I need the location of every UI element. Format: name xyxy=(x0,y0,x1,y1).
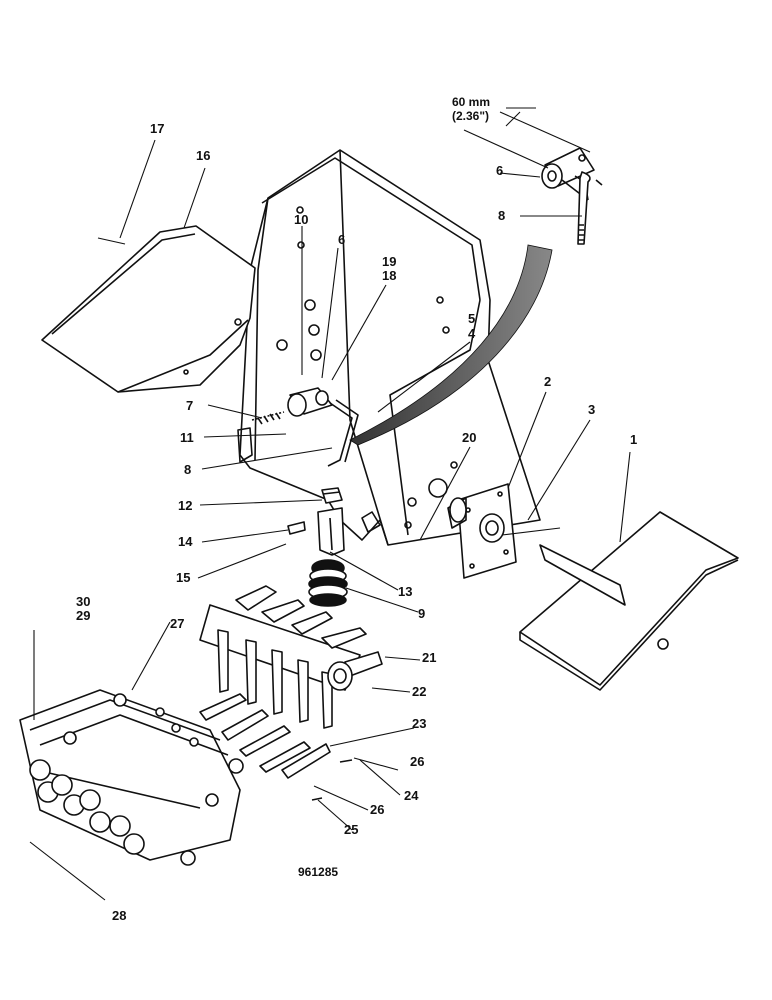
callout-2: 2 xyxy=(544,374,551,389)
callout-27: 27 xyxy=(170,616,184,631)
callout-15: 15 xyxy=(176,570,190,585)
callout-28: 28 xyxy=(112,908,126,923)
callout-20: 20 xyxy=(462,430,476,445)
control-valve xyxy=(19,689,244,866)
lever-shaft xyxy=(199,585,383,729)
callout-17: 17 xyxy=(150,121,164,136)
callout-10: 10 xyxy=(294,212,308,227)
callout-22: 22 xyxy=(412,684,426,699)
callout-30: 30 xyxy=(76,594,90,609)
control-cable xyxy=(349,244,553,446)
callout-12: 12 xyxy=(178,498,192,513)
callout-23: 23 xyxy=(412,716,426,731)
callout-1: 1 xyxy=(630,432,637,447)
callout-24: 24 xyxy=(404,788,419,803)
callout-19: 19 xyxy=(382,254,396,269)
callout-21: 21 xyxy=(422,650,436,665)
callout-5: 5 xyxy=(468,311,475,326)
console-housing xyxy=(237,149,541,546)
spring-boot xyxy=(308,559,348,607)
callout-6-housing: 6 xyxy=(338,232,345,247)
leader-lines xyxy=(29,107,631,901)
callout-25: 25 xyxy=(344,822,358,837)
callout-8-detail: 8 xyxy=(498,208,505,223)
callout-18: 18 xyxy=(382,268,396,283)
linkage-bush-rod xyxy=(251,387,359,467)
callout-13: 13 xyxy=(398,584,412,599)
left-cover-plate xyxy=(41,225,256,393)
mounting-flange xyxy=(447,483,517,579)
callout-4: 4 xyxy=(468,326,476,341)
dimension-value: 60 mm xyxy=(452,95,490,109)
callout-8-rod: 8 xyxy=(184,462,191,477)
callout-6-detail: 6 xyxy=(496,163,503,178)
drawing-number: 961285 xyxy=(298,865,338,879)
callout-7: 7 xyxy=(186,398,193,413)
callout-29: 29 xyxy=(76,608,90,623)
clevis-nut-pin xyxy=(287,487,345,556)
dimension-alt: (2.36") xyxy=(452,109,489,123)
detail-bush-rod xyxy=(541,147,603,245)
callout-3: 3 xyxy=(588,402,595,417)
callout-labels: 1 2 3 4 5 6 6 7 8 8 9 10 11 12 13 14 15 … xyxy=(76,121,637,923)
link-rods xyxy=(199,693,353,801)
callout-9: 9 xyxy=(418,606,425,621)
callout-11: 11 xyxy=(180,430,194,445)
callout-16: 16 xyxy=(196,148,210,163)
callout-26-lower: 26 xyxy=(370,802,384,817)
foot-pedal xyxy=(519,511,739,691)
callout-26-upper: 26 xyxy=(410,754,424,769)
callout-14: 14 xyxy=(178,534,193,549)
